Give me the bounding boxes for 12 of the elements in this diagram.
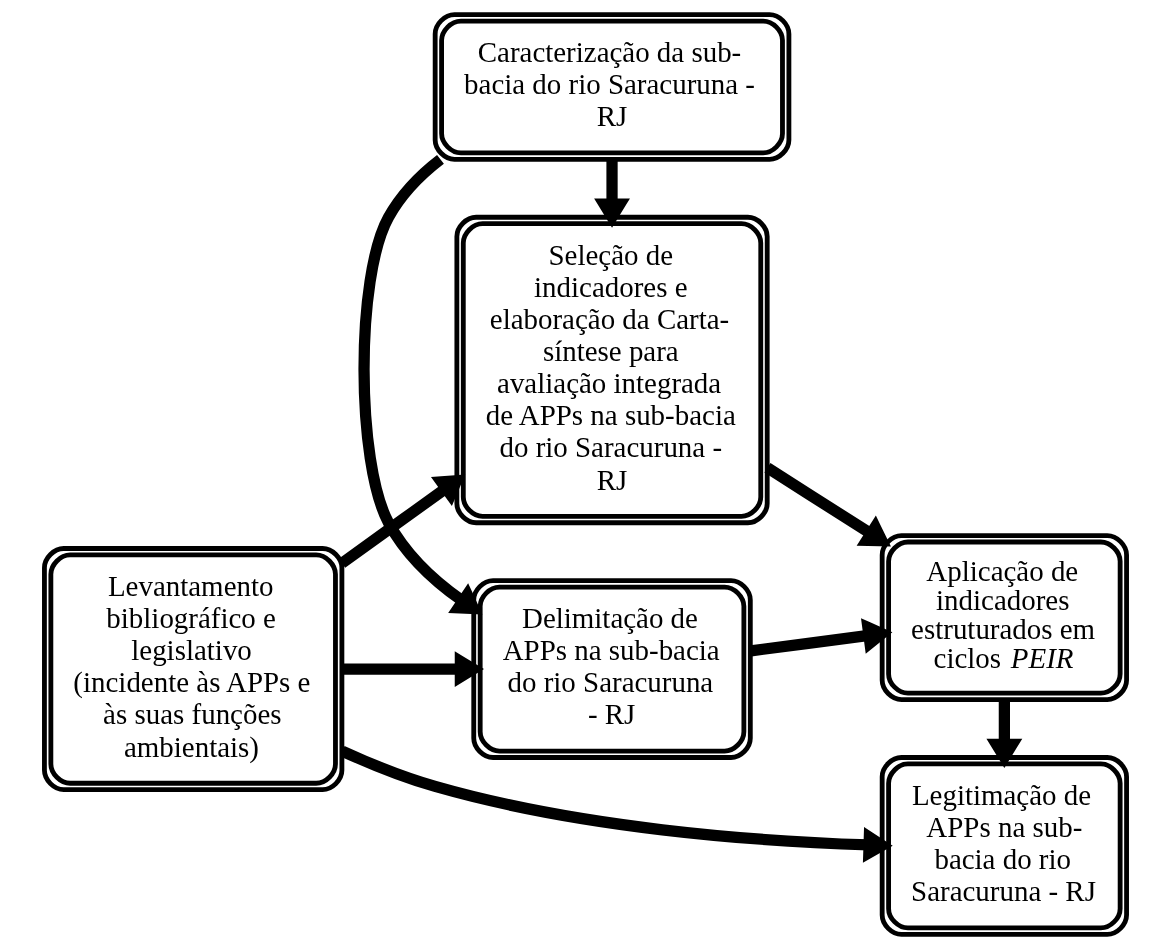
arrow — [341, 651, 484, 687]
arrow — [750, 618, 893, 657]
arrow — [764, 463, 891, 547]
arrow — [986, 699, 1023, 768]
arrow — [358, 154, 483, 615]
arrow — [594, 159, 630, 228]
node-box: Caracterização da sub-bacia do rio Saracuruna - RJ — [432, 12, 792, 162]
node-box: Legitimação de APPs na sub-bacia do rio Saracuruna - RJ — [879, 755, 1129, 937]
node-box: Aplicação de indicadores estruturados em ciclos PEIR — [879, 533, 1129, 702]
node-box: Seleção de indicadores e elaboração da Carta-síntese para avaliação integrada de APPs na sub-bacia do rio Saracuruna - RJ — [454, 214, 770, 526]
node-box: Delimitação de APPs na sub-bacia do rio Saracuruna - RJ — [471, 578, 753, 760]
node-box: Levantamento bibliográfico e legislativo (incidente às APPs e às suas funções ambientais) — [42, 546, 345, 793]
